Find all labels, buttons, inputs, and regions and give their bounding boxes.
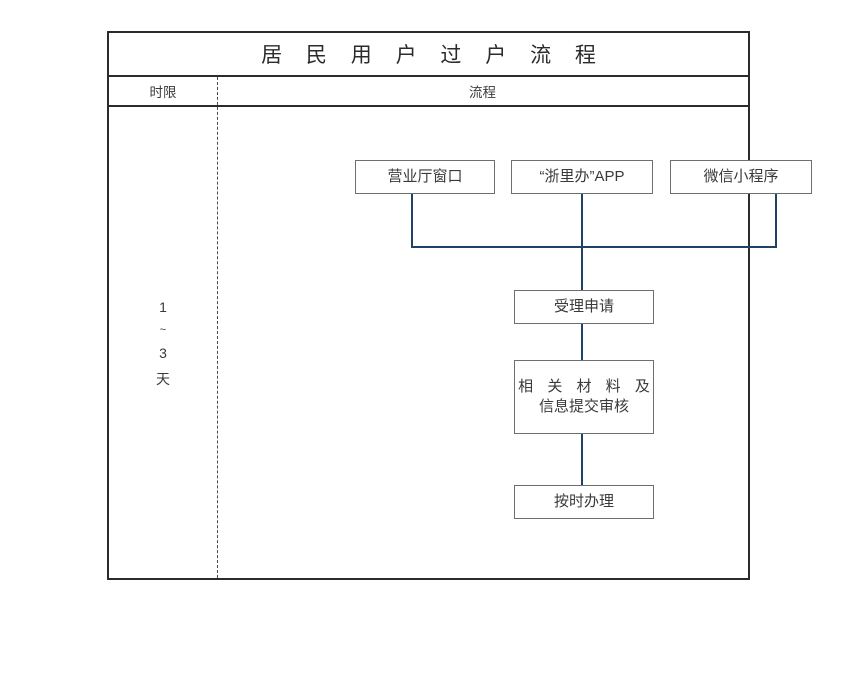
duration-line-unit: 天 [156,370,170,387]
connector-submit-to-handle [581,434,583,485]
header-label-process: 流程 [469,85,496,100]
flow-node-service-hall[interactable]: 营业厅窗口 [355,160,495,194]
page-title: 居 民 用 户 过 户 流 程 [261,44,605,67]
flow-node-accept-application[interactable]: 受理申请 [514,290,654,324]
connector-sources-bus [411,246,777,248]
flow-node-label: 营业厅窗口 [387,167,463,185]
flow-node-label-line2: 信息提交审核 [538,398,629,415]
flow-node-label: “浙里办”APP [539,167,625,185]
process-flow-table: 居 民 用 户 过 户 流 程 时限 流程 1 ~ 3 天 [107,31,812,580]
duration-line-3: 3 [159,344,167,361]
flow-node-wechat-miniprogram[interactable]: 微信小程序 [670,160,812,194]
header-label-duration: 时限 [149,85,177,100]
flow-node-label: 受理申请 [553,297,614,315]
connector-hall-down [411,194,413,247]
flow-node-label: 按时办理 [553,492,614,510]
connector-accept-to-submit [581,324,583,360]
table-title-row: 居 民 用 户 过 户 流 程 [109,33,748,77]
flow-node-timely-processing[interactable]: 按时办理 [514,485,654,519]
table-header-row: 时限 流程 [109,77,748,107]
flow-node-zhelipan-app[interactable]: “浙里办”APP [511,160,653,194]
table-body-row: 1 ~ 3 天 营业厅窗口 “浙里办”APP 微信小程序 [109,77,812,578]
duration-line-1: 1 [159,298,167,315]
header-cell-duration: 时限 [109,77,217,105]
flow-node-submit-materials[interactable]: 相 关 材 料 及 信息提交审核 [514,360,654,434]
connector-wechat-down [775,194,777,247]
connector-app-down [581,194,583,247]
column-divider-dashed [217,77,218,578]
duration-line-tilde: ~ [159,323,167,336]
flow-node-label-line1: 相 关 材 料 及 [518,377,655,395]
flow-diagram: 营业厅窗口 “浙里办”APP 微信小程序 受理申请 相 关 材 料 及 信息提交… [217,107,812,578]
flow-node-label: 微信小程序 [703,167,779,185]
connector-bus-to-accept [581,246,583,290]
header-cell-process: 流程 [217,77,748,105]
duration-column: 1 ~ 3 天 [109,107,217,578]
